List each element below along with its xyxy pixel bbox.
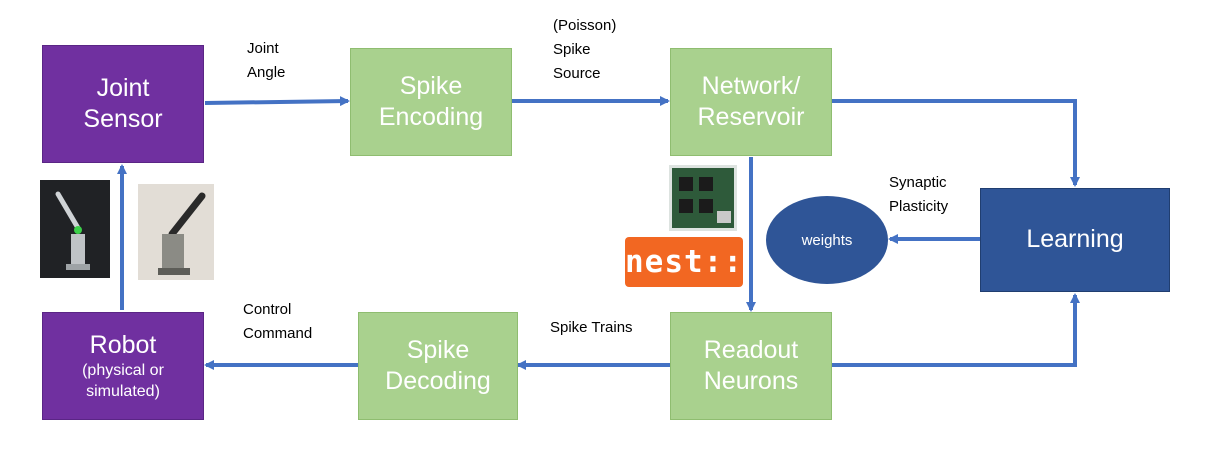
spike-trains-label: Spike Trains <box>550 319 633 336</box>
arrow-readout-to-learning <box>832 293 1080 367</box>
joint-sensor-line-1: Joint <box>96 73 150 102</box>
joint-sensor-line-2: Sensor <box>83 105 163 133</box>
spike-decoding-line-1: Spike <box>406 335 470 364</box>
joint-sensor-block: Joint Sensor <box>42 45 204 163</box>
nest-logo-text: nest:: <box>625 244 743 280</box>
learning-label: Learning <box>1026 225 1124 254</box>
robot-block: Robot (physical or simulated) <box>42 312 204 420</box>
neuromorphic-board-image <box>669 165 737 231</box>
spike-encoding-block: Spike Encoding <box>350 48 512 156</box>
network-reservoir-line-1: Network/ <box>701 71 801 100</box>
simulated-robot-arm-image <box>40 180 110 278</box>
robot-title: Robot <box>89 330 157 359</box>
robot-subtitle-line-2: simulated) <box>86 382 160 400</box>
joint-angle-label: Joint Angle <box>247 40 286 81</box>
spike-encoding-line-1: Spike <box>399 71 463 100</box>
spike-decoding-line-2: Decoding <box>385 367 491 395</box>
network-reservoir-line-2: Reservoir <box>697 103 805 131</box>
network-reservoir-block: Network/ Reservoir <box>670 48 832 156</box>
spike-decoding-block: Spike Decoding <box>358 312 518 420</box>
learning-block: Learning <box>980 188 1170 292</box>
poisson-spike-source-label: (Poisson) Spike Source <box>553 17 617 82</box>
nest-simulator-logo: nest:: <box>625 237 743 287</box>
synaptic-plasticity-label: Synaptic Plasticity <box>889 174 949 215</box>
spike-encoding-line-2: Encoding <box>378 103 484 131</box>
robot-subtitle-line-1: (physical or <box>82 361 164 379</box>
weights-node: weights <box>766 196 888 284</box>
control-command-label: Control Command <box>243 301 313 342</box>
arrow-network-to-learning <box>832 99 1080 187</box>
readout-neurons-block: Readout Neurons <box>670 312 832 420</box>
weights-label: weights <box>801 231 853 249</box>
readout-neurons-line-2: Neurons <box>703 367 799 395</box>
arrow-sensor-to-encoding <box>204 96 350 107</box>
readout-neurons-line-1: Readout <box>703 335 799 364</box>
physical-robot-arm-image <box>138 184 214 280</box>
